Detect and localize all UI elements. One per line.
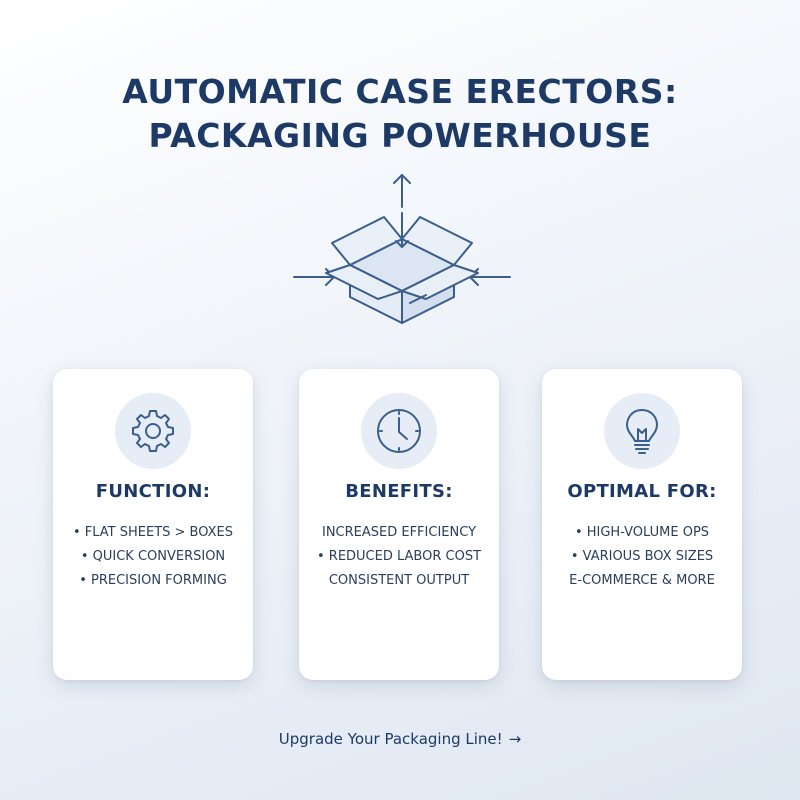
arrow-right-icon: → [508, 730, 522, 748]
list-item: • PRECISION FORMING [79, 573, 227, 588]
upgrade-link-label[interactable]: Upgrade Your Packaging Line! [278, 730, 503, 748]
function-card: FUNCTION: • FLAT SHEETS > BOXES • QUICK … [53, 369, 253, 680]
list-item: • VARIOUS BOX SIZES [570, 549, 714, 564]
list-item: • QUICK CONVERSION [80, 549, 226, 564]
optimal-for-card: OPTIMAL FOR: • HIGH-VOLUME OPS • VARIOUS… [542, 369, 742, 680]
list-item: • REDUCED LABOR COST [316, 549, 482, 564]
card-list: • FLAT SHEETS > BOXES • QUICK CONVERSION… [53, 521, 253, 593]
card-list: INCREASED EFFICIENCY • REDUCED LABOR COS… [299, 521, 499, 593]
list-item: INCREASED EFFICIENCY [321, 525, 477, 540]
card-title: OPTIMAL FOR: [567, 481, 717, 502]
title-line-2: PACKAGING POWERHOUSE [148, 116, 652, 155]
list-item: • HIGH-VOLUME OPS [574, 525, 710, 540]
box-with-arrows-icon [280, 165, 520, 335]
list-item: • FLAT SHEETS > BOXES [72, 525, 234, 540]
benefits-card: BENEFITS: INCREASED EFFICIENCY • REDUCED… [299, 369, 499, 680]
list-item: E-COMMERCE & MORE [569, 573, 715, 588]
card-title: BENEFITS: [345, 481, 453, 502]
page-title: AUTOMATIC CASE ERECTORS: PACKAGING POWER… [0, 70, 800, 158]
upgrade-link[interactable]: Upgrade Your Packaging Line! → [0, 730, 800, 748]
title-line-1: AUTOMATIC CASE ERECTORS: [122, 72, 678, 111]
card-title: FUNCTION: [95, 481, 211, 502]
lightbulb-icon [604, 393, 680, 469]
list-item: CONSISTENT OUTPUT [328, 573, 470, 588]
gear-icon [115, 393, 191, 469]
card-list: • HIGH-VOLUME OPS • VARIOUS BOX SIZES E-… [542, 521, 742, 593]
clock-icon [361, 393, 437, 469]
